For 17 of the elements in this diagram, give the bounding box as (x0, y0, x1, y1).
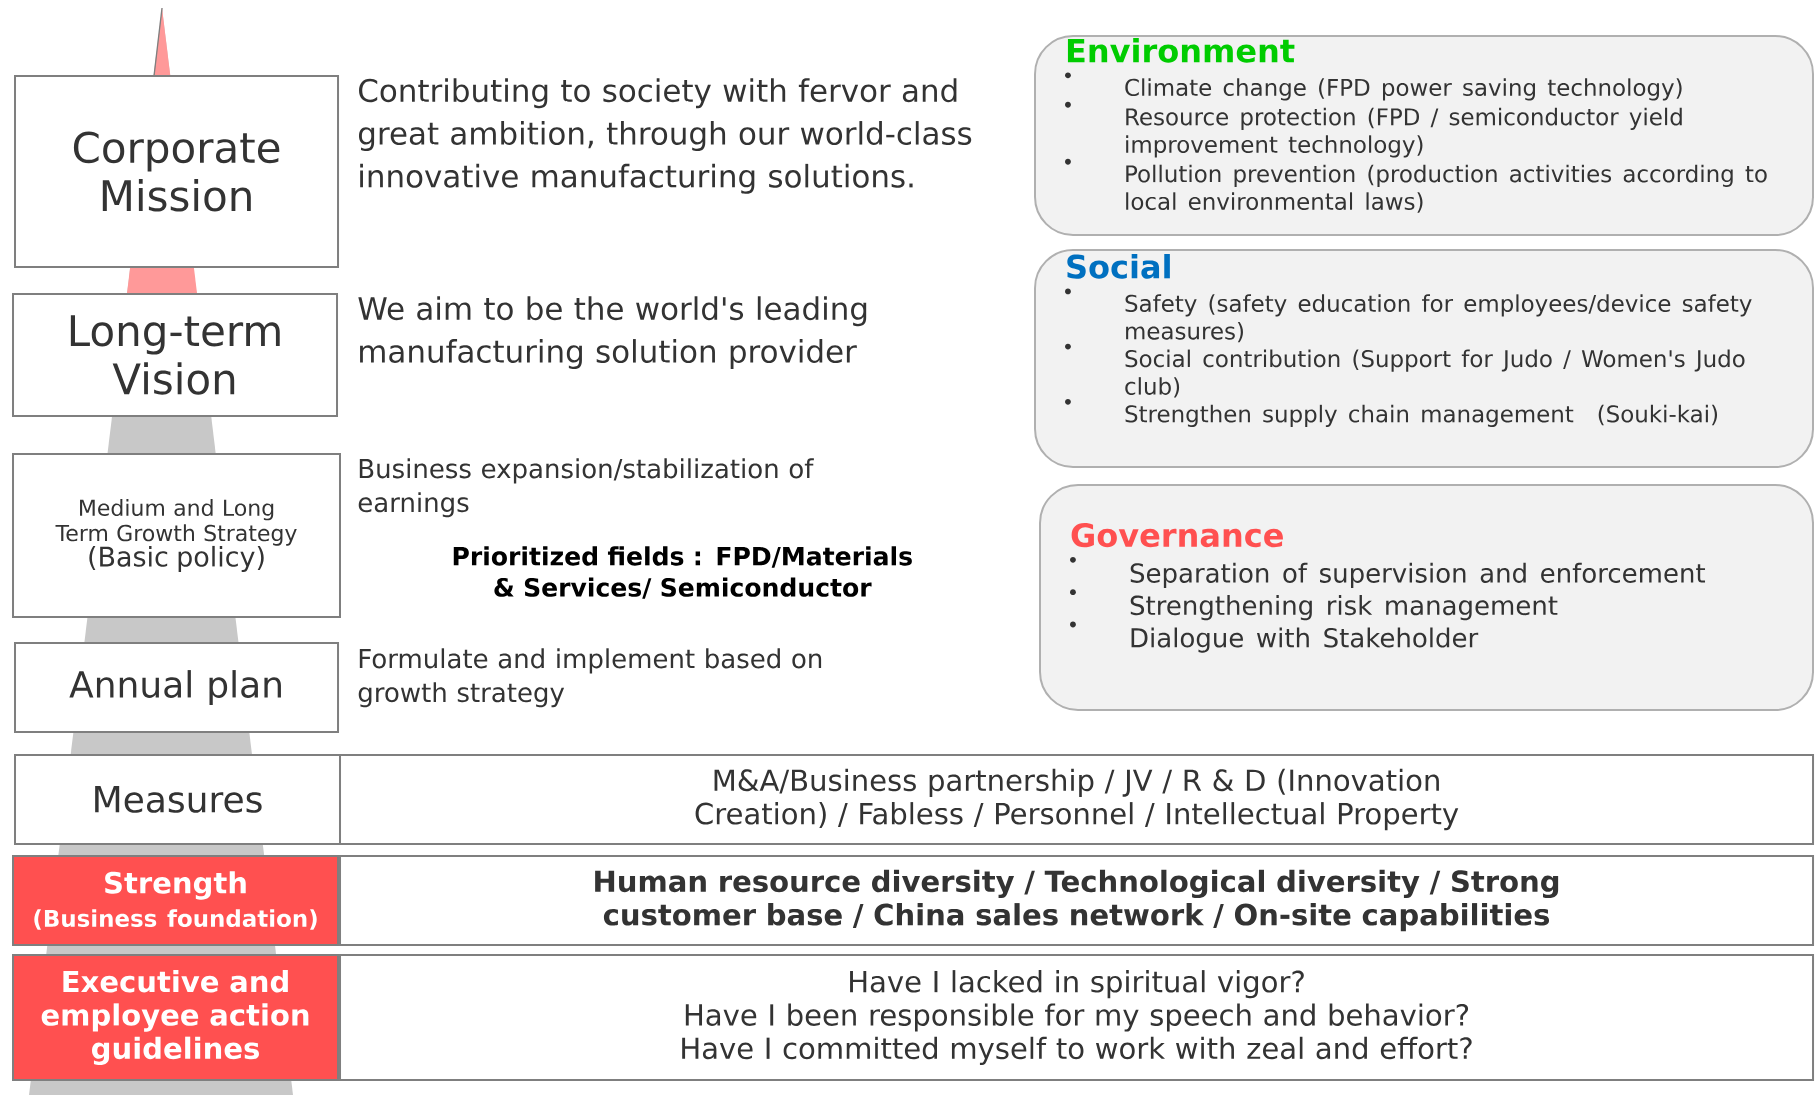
stage-box: Long-term Vision (12, 293, 338, 417)
content-box: Human resource diversity / Technological diversity / Strong customer base / China sales network / On-site capabilities (339, 855, 1815, 946)
stage-box: Medium and Long Term Growth Strategy (Basic policy) (12, 453, 341, 618)
highlight-box: Strength (Business foundation) (12, 855, 340, 946)
description-text: Business expansion/stabilization of earnings (358, 458, 814, 518)
theme-panel: Social Safety (safety education for employees/device safety measures) Social contribution (Support for Judo / Women's Judo club) Strengthen supply chain management (Souki-kai) (1034, 249, 1814, 468)
theme-panel: Environment Climate change (FPD power saving technology) Resource protection (FPD / semiconductor yield improvement technology) Pollution prevention (production activities according to local environmental laws) (1034, 35, 1814, 236)
content-box: Have I lacked in spiritual vigor? Have I been responsible for my speech and behavior? Have I committed myself to work with zeal and effort? (339, 954, 1815, 1081)
description-text: We aim to be the world's leading manufacturing solution provider (358, 296, 867, 369)
stage-box: Annual plan (14, 642, 340, 733)
description-text: Prioritized fields : FPD/Materials & Services/ Semiconductor (453, 546, 912, 599)
highlight-box: Executive and employee action guidelines (12, 954, 340, 1081)
theme-panel: Governance Separation of supervision and enforcement Strengthening risk management Dialogue with Stakeholder (1039, 484, 1814, 711)
stage-box: Corporate Mission (14, 75, 340, 268)
stage-box: Measures (14, 754, 341, 845)
description-text: Contributing to society with fervor and great ambition, through our world-class innovative manufacturing solutions. (359, 78, 972, 194)
description-text: Formulate and implement based on growth strategy (358, 648, 822, 708)
